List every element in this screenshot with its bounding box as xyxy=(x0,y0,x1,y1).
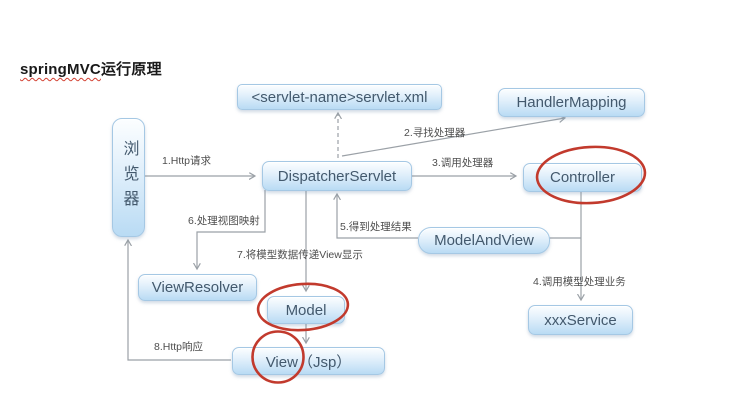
edge-label-view-mapping: 6.处理视图映射 xyxy=(188,215,260,227)
edge-label-http-request: 1.Http请求 xyxy=(162,155,212,167)
node-view-resolver: ViewResolver xyxy=(138,274,257,301)
node-controller: Controller xyxy=(523,163,642,192)
node-xxx-service: xxxService xyxy=(528,305,633,335)
page-title-en: springMVC xyxy=(20,61,101,78)
node-model-and-view: ModelAndView xyxy=(418,227,550,254)
node-browser: 浏览器 xyxy=(112,118,145,237)
node-handler-mapping: HandlerMapping xyxy=(498,88,645,117)
edge-label-http-response: 8.Http响应 xyxy=(154,341,204,353)
edge-label-model-data-to-view: 7.将模型数据传递View显示 xyxy=(237,249,363,261)
node-servlet-xml: <servlet-name>servlet.xml xyxy=(237,84,442,110)
edge-label-find-handler: 2.寻找处理器 xyxy=(404,127,466,139)
node-dispatcher-servlet: DispatcherServlet xyxy=(262,161,412,191)
node-view-jsp: View（Jsp） xyxy=(232,347,385,375)
node-model: Model xyxy=(267,296,345,324)
edge-label-get-result: 5.得到处理结果 xyxy=(340,221,412,233)
page-title: springMVC运行原理 xyxy=(20,58,162,79)
edge-label-invoke-handler: 3.调用处理器 xyxy=(432,157,494,169)
edge-label-invoke-service: 4.调用模型处理业务 xyxy=(533,276,626,288)
page-title-zh: 运行原理 xyxy=(100,61,162,78)
